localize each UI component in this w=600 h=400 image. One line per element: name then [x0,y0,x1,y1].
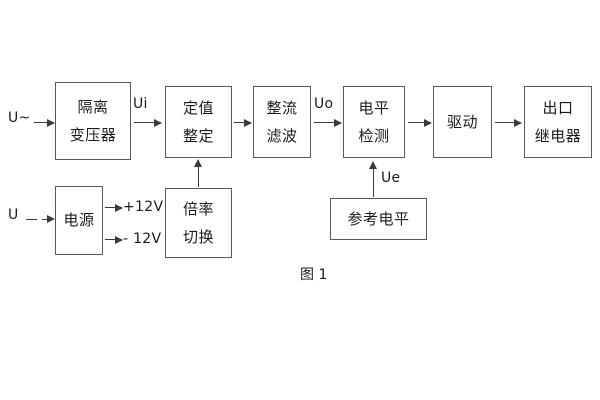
lead-input-dc-segment-2 [42,219,47,220]
arrow-power-supply-rail-negative [105,235,123,244]
arrow-power-supply-rail-positive [105,203,123,212]
figure-caption: 图 1 [300,267,328,283]
block-output-relay-line-2: 继电器 [534,127,582,145]
block-output-relay: 出口 继电器 [524,86,592,158]
signal-label-ue: Ue [381,170,401,186]
block-setpoint-setting-line-2: 整定 [182,127,214,145]
arrow-reference-level-to-level-detection [369,161,378,197]
block-level-detection-line-1: 电平 [358,98,390,117]
block-setpoint-setting-line-1: 定值 [182,98,214,117]
arrow-input-ac-to-isolation-transformer [34,118,55,127]
block-reference-level-line-1: 参考电平 [347,209,410,228]
block-isolation-transformer-line-1: 隔离 [77,97,109,116]
block-isolation-transformer-line-2: 变压器 [69,126,117,144]
block-setpoint-setting: 定值 整定 [165,86,232,158]
block-rectify-filter-line-2: 滤波 [266,127,298,145]
arrow-level-detection-to-drive [408,118,432,127]
arrow-input-dc-to-power-supply [47,215,55,223]
block-rectify-filter: 整流 滤波 [253,86,311,158]
block-level-detection-line-2: 检测 [358,127,390,145]
signal-label-rail-positive: +12V [123,199,164,215]
block-multiplier-switch-line-2: 切换 [182,228,214,246]
block-drive: 驱动 [433,86,492,158]
block-power-supply-line-1: 电源 [63,211,95,230]
block-multiplier-switch-line-1: 倍率 [182,199,214,218]
signal-label-input-ac: U~ [8,110,31,126]
arrow-multiplier-switch-to-setpoint-setting [194,159,203,187]
signal-label-ui: Ui [133,96,148,112]
block-reference-level: 参考电平 [330,198,427,240]
block-output-relay-line-1: 出口 [542,98,574,117]
arrow-setpoint-setting-to-rectify-filter [234,118,252,127]
signal-label-uo: Uo [314,96,334,112]
block-level-detection: 电平 检测 [343,86,405,158]
signal-label-input-dc: U [8,207,19,223]
block-isolation-transformer: 隔离 变压器 [55,82,131,160]
arrow-rectify-filter-to-level-detection [314,118,342,127]
arrow-isolation-transformer-to-setpoint-setting [134,118,162,127]
signal-label-rail-negative: - 12V [123,231,162,247]
block-multiplier-switch: 倍率 切换 [165,188,232,258]
block-power-supply: 电源 [55,186,103,255]
block-drive-line-1: 驱动 [446,112,478,131]
block-rectify-filter-line-1: 整流 [266,98,298,117]
arrow-drive-to-output-relay [495,118,522,127]
lead-input-dc-segment-1 [26,219,37,220]
